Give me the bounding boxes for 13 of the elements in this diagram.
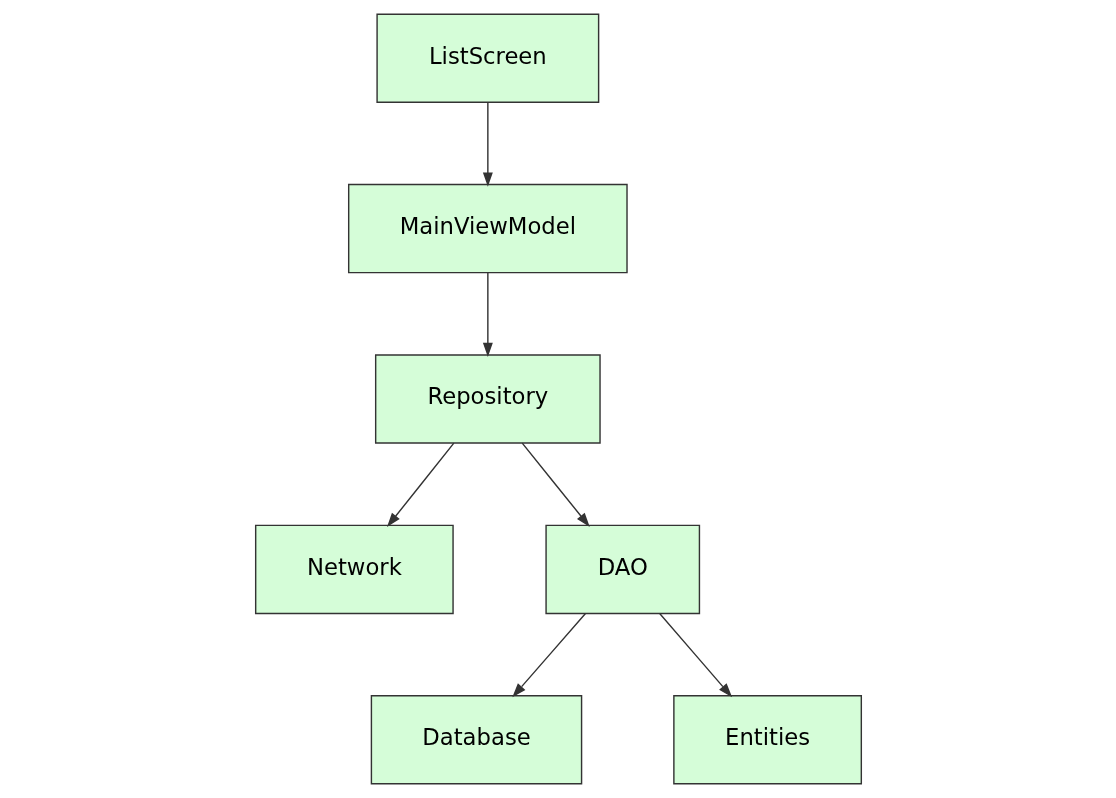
- node-box: ListScreen: [375, 13, 599, 103]
- arrow: [482, 101, 493, 187]
- node-box: Entities: [672, 695, 862, 785]
- arrow: [482, 272, 493, 358]
- arrow: [658, 612, 732, 698]
- node-box: Repository: [374, 354, 601, 444]
- arrow: [521, 442, 590, 527]
- node-box: Database: [370, 695, 582, 785]
- node-box: MainViewModel: [347, 183, 628, 274]
- node-box: Network: [254, 524, 454, 615]
- arrow: [511, 612, 586, 698]
- arrow: [386, 442, 455, 527]
- node-box: DAO: [544, 524, 700, 615]
